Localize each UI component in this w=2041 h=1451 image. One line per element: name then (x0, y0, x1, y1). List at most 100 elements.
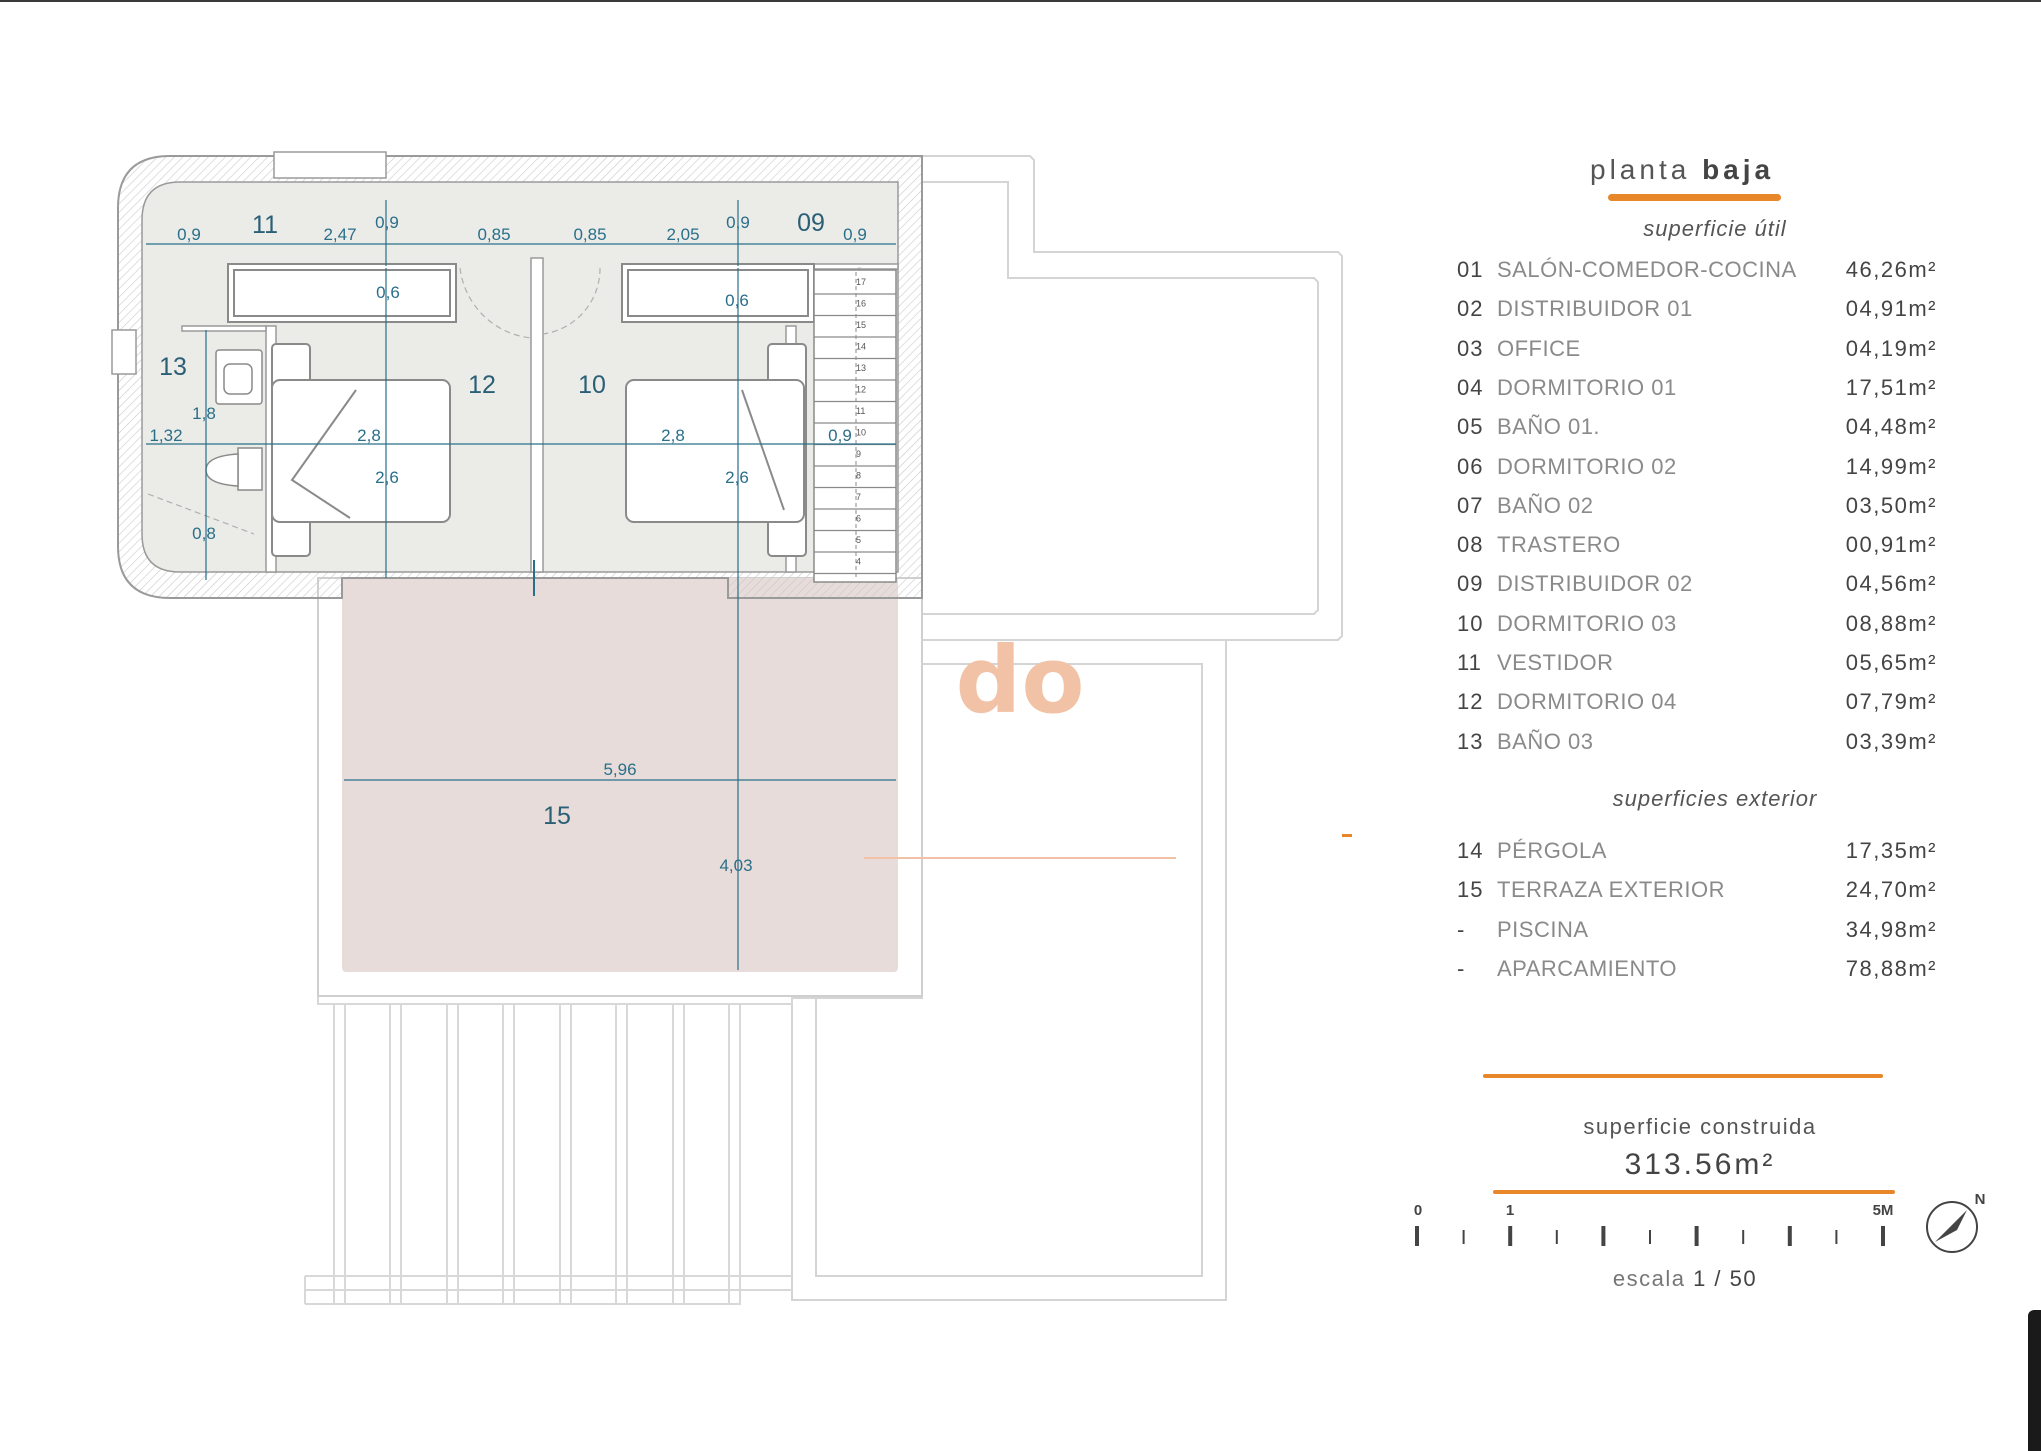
dimension-label: 2,6 (725, 468, 749, 487)
area-row-number: 13 (1457, 728, 1484, 754)
area-row: 07 BAÑO 02 03,50m² (1457, 493, 1937, 533)
area-row-value: 04,91m² (1845, 296, 1937, 322)
area-row: 02 DISTRIBUIDOR 01 04,91m² (1457, 296, 1937, 336)
stair-step-number: 5 (856, 535, 861, 545)
wardrobes (227, 263, 815, 323)
dimension-lines (146, 200, 896, 970)
exterior-area-heading: superficies exterior (1612, 786, 1818, 811)
area-row-number: 05 (1457, 414, 1484, 440)
parking-outline (791, 639, 1227, 1301)
area-row-number: 03 (1457, 335, 1484, 361)
plan-title-word2: baja (1702, 154, 1775, 185)
area-row-number: 11 (1457, 650, 1482, 675)
stair-step-number: 15 (856, 320, 866, 330)
scale-tick (1462, 1230, 1465, 1244)
area-row-number: 02 (1457, 296, 1484, 322)
area-row-value: 04,48m² (1845, 414, 1937, 440)
north-arrow: N (1926, 1191, 1985, 1253)
area-row-name: PISCINA (1497, 916, 1589, 942)
top-window (273, 151, 387, 179)
area-row-name: DISTRIBUIDOR 01 (1497, 296, 1693, 322)
scale-tick (1787, 1226, 1792, 1246)
title-underline (1608, 194, 1781, 201)
dimension-label: 0,9 (375, 213, 399, 232)
area-row-value: 07,79m² (1845, 689, 1937, 715)
area-row-name: BAÑO 03 (1497, 728, 1594, 754)
top-border (0, 0, 2041, 2)
dimension-label: 0,6 (376, 283, 400, 302)
watermark-text: do (955, 627, 1084, 734)
area-row-number: 12 (1457, 689, 1484, 715)
area-row-value: 14,99m² (1845, 453, 1937, 479)
scale-tick (1835, 1230, 1838, 1244)
stair-step-number: 13 (856, 363, 866, 373)
area-row-value: 34,98m² (1845, 916, 1937, 942)
dimension-label: 0,9 (843, 225, 867, 244)
scale-bar: 0 1 5M N (1414, 1191, 1985, 1253)
stair-step-number: 10 (856, 428, 866, 438)
area-row-value: 05,65m² (1845, 650, 1937, 675)
stair-step-number: 7 (856, 492, 861, 502)
dimension-label: 0,9 (177, 225, 201, 244)
area-row-number: - (1457, 916, 1466, 942)
scale-tick-label: 0 (1414, 1202, 1422, 1219)
pergola (304, 995, 793, 1305)
scale-tick (1649, 1230, 1651, 1244)
scale-tick (1694, 1226, 1699, 1246)
stair-step-number: 6 (856, 514, 861, 524)
scale-tick-label: 1 (1506, 1202, 1514, 1219)
dimension-label: 1,8 (192, 404, 216, 423)
area-row-value: 03,50m² (1845, 492, 1937, 518)
area-row-name: APARCAMIENTO (1497, 955, 1677, 981)
pergola-beams (333, 1003, 741, 1305)
dimension-label: 0,6 (725, 291, 749, 310)
room-label: 10 (578, 371, 606, 399)
area-row-number: - (1457, 955, 1466, 981)
dimension-label: 2,8 (661, 426, 685, 445)
stair-step-number: 14 (856, 342, 866, 352)
stair-step-number: 17 (856, 277, 866, 287)
dimension-label: 5,96 (603, 760, 636, 779)
area-row-number: 07 (1457, 492, 1484, 518)
scrollbar-edge (2028, 1310, 2041, 1451)
plan-title-word1: planta (1590, 154, 1691, 185)
area-row-value: 04,19m² (1845, 335, 1937, 361)
room-label: 13 (159, 353, 187, 381)
built-area-value: 313.56m² (1624, 1148, 1776, 1181)
room-label: 12 (468, 371, 496, 399)
area-row-name: DORMITORIO 04 (1497, 689, 1677, 715)
stair-step-number: 12 (856, 385, 866, 395)
area-row-name: DORMITORIO 01 (1497, 374, 1677, 400)
area-row-name: VESTIDOR (1497, 650, 1614, 675)
area-row-name: DORMITORIO 02 (1497, 453, 1677, 479)
dimension-label: 2,47 (323, 225, 356, 244)
scale-tick (1555, 1230, 1558, 1244)
scale-prefix: escala (1612, 1266, 1686, 1291)
area-row-name: BAÑO 02 (1497, 492, 1594, 518)
scale-tick-label: 5M (1873, 1202, 1894, 1219)
area-row-name: TRASTERO (1497, 532, 1621, 558)
scale-tick (1601, 1226, 1606, 1246)
stair-step-number: 16 (856, 299, 866, 309)
area-row: 11 VESTIDOR 05,65m² (1457, 650, 1937, 690)
dimension-label: 1,32 (149, 426, 182, 445)
area-row-value: 17,35m² (1845, 838, 1937, 863)
room-labels: 11 09 13 12 10 15 (159, 209, 825, 830)
dimension-label: 2,6 (375, 468, 399, 487)
area-row-number: 14 (1457, 838, 1484, 863)
area-row-number: 10 (1457, 610, 1484, 636)
scale-tick (1415, 1226, 1419, 1246)
area-row: 12 DORMITORIO 04 07,79m² (1457, 689, 1937, 729)
dimension-label: 4,03 (719, 856, 752, 875)
scale-tick (1881, 1226, 1885, 1246)
